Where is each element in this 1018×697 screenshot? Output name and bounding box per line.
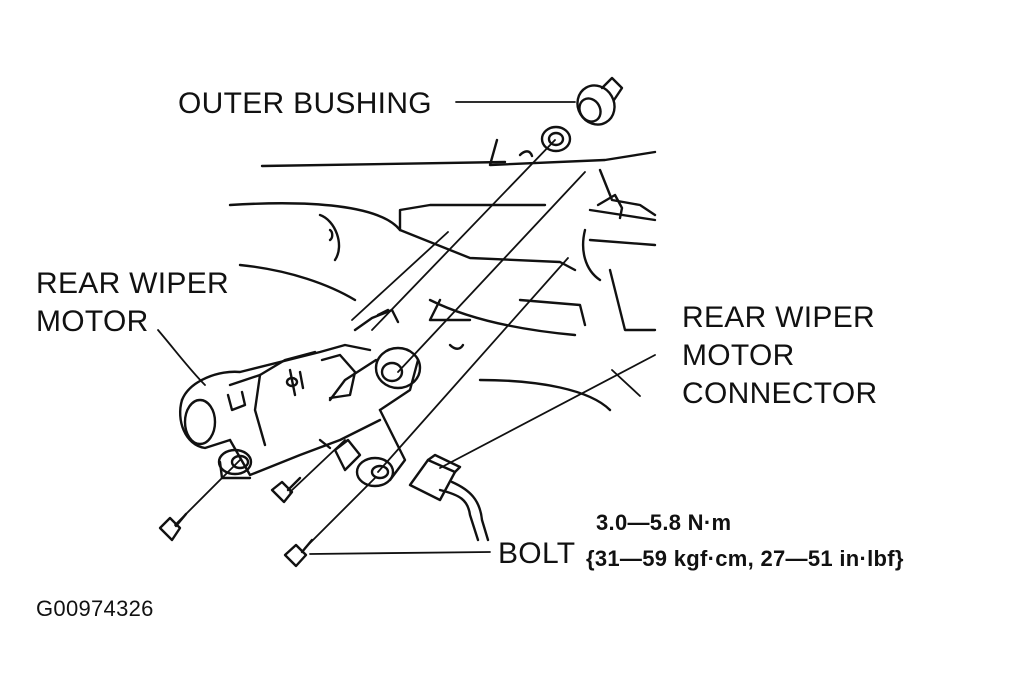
outer-bushing-part	[540, 76, 624, 153]
wiper-motor-body	[178, 343, 382, 480]
alignment-lines	[174, 139, 586, 549]
leader-bolt	[309, 551, 491, 555]
vehicle-body-panel	[228, 138, 657, 412]
leader-rear-wiper-motor	[157, 329, 206, 386]
outer-bushing-label: OUTER BUSHING	[178, 87, 432, 120]
leader-lines	[157, 101, 656, 555]
bolt-label: BOLT	[498, 537, 576, 570]
bolt-left	[158, 512, 188, 542]
torque-value-nm: 3.0—5.8 N·m	[596, 510, 732, 535]
wiper-pivot	[318, 308, 422, 488]
leader-connector	[439, 354, 656, 469]
rear-wiper-motor-label-line1: REAR WIPER	[36, 267, 230, 300]
bolt-lower	[283, 538, 314, 568]
leader-connector-tick	[611, 369, 641, 397]
rear-wiper-motor-label-line2: MOTOR	[36, 305, 149, 338]
motor-connector	[408, 453, 490, 542]
figure-code: G00974326	[36, 596, 154, 621]
connector-label-line1: REAR WIPER	[682, 301, 876, 334]
torque-value-kgf-lbf: {31—59 kgf·cm, 27—51 in·lbf}	[586, 546, 904, 571]
connector-label-line3: CONNECTOR	[682, 377, 878, 410]
bolt-middle	[270, 476, 302, 504]
connector-label-line2: MOTOR	[682, 339, 795, 372]
